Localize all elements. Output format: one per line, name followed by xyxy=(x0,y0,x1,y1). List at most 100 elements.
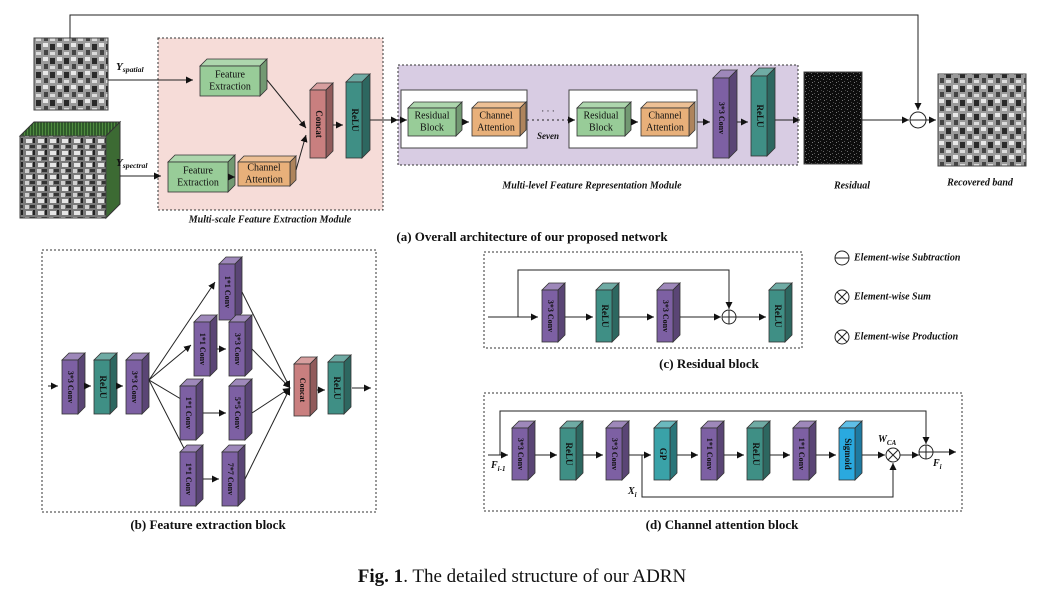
legend-production-icon-d2 xyxy=(836,331,848,343)
caption-b: (b) Feature extraction block xyxy=(130,517,286,532)
b-conv11-a-front xyxy=(193,321,211,377)
d-f-in-label: Fi-1 xyxy=(490,460,505,472)
b-conv55-label: 5*5 Conv xyxy=(233,397,242,429)
concat-block-a-side xyxy=(325,82,334,159)
feature-extraction-bottom-top xyxy=(167,154,236,163)
c-sum-op xyxy=(721,309,737,325)
conv-block-a-front xyxy=(712,77,730,159)
c-relu-2-front xyxy=(768,289,786,343)
d-f-out-label: Fi xyxy=(932,458,942,470)
dots-label: · · · xyxy=(541,106,555,116)
residual-block-2-front xyxy=(576,107,626,137)
spectral-input-image xyxy=(19,135,107,219)
d-conv33-1-label: 3*3 Conv xyxy=(516,438,525,470)
b-conv55: 5*5 Conv xyxy=(228,378,253,441)
caption-a: (a) Overall architecture of our proposed… xyxy=(396,229,668,244)
c-relu-1-side xyxy=(611,282,620,343)
b-conv33-2-side xyxy=(141,352,150,415)
c-relu-2: ReLU xyxy=(768,282,793,343)
channel-attention-a-label-0: Channel xyxy=(247,162,281,173)
b-relu-2: ReLU xyxy=(327,354,352,415)
b-conv33-2-front xyxy=(125,359,143,415)
d-product-op-d2 xyxy=(887,449,899,461)
b-branch-1 xyxy=(148,281,216,381)
recovered-band-label: Recovered band xyxy=(946,177,1014,188)
feature-extraction-top-label-1: Extraction xyxy=(209,81,251,92)
figure-caption-bold: Fig. 1 xyxy=(357,566,404,587)
c-conv33-1-front xyxy=(541,289,559,343)
b-relu-1: ReLU xyxy=(93,352,118,415)
c-relu-1-front xyxy=(595,289,613,343)
legend-sum-icon xyxy=(834,289,850,305)
relu-block-a2-front xyxy=(750,75,768,157)
d-conv11-1-front xyxy=(700,427,718,481)
d-skip-line xyxy=(499,410,930,455)
b-relu-2-label: ReLU xyxy=(332,377,342,400)
subtraction-op-a xyxy=(909,111,927,129)
b-conv11-top: 1*1 Conv xyxy=(218,256,243,321)
channel-attention-1-side xyxy=(519,101,527,137)
panel-c-box xyxy=(483,251,803,349)
b-conv11-top-side xyxy=(234,256,243,321)
conv-block-a: 3*3 Conv xyxy=(712,69,738,159)
b-conv11-top-label: 1*1 Conv xyxy=(223,276,232,308)
channel-attention-2-top xyxy=(640,101,696,109)
b-conv55-side xyxy=(244,378,253,441)
feature-extraction-bottom-front xyxy=(167,161,229,193)
d-relu-2-front xyxy=(746,427,764,481)
relu-block-a2: ReLU xyxy=(750,67,776,157)
d-gp-label: GP xyxy=(658,448,668,461)
b-conv33-1-label: 3*3 Conv xyxy=(66,371,75,403)
b-conv11-c-label: 1*1 Conv xyxy=(184,463,193,495)
b-conv77: 7*7 Conv xyxy=(221,444,246,507)
residual-block-1-label-0: Residual xyxy=(415,110,450,121)
relu-block-a-front xyxy=(345,81,363,159)
residual-block-1-top xyxy=(407,101,463,109)
d-relu-2-side xyxy=(762,420,771,481)
d-sum-op xyxy=(918,444,934,460)
d-conv11-1-label: 1*1 Conv xyxy=(705,438,714,470)
b-conv11-b-side xyxy=(195,378,204,441)
legend-sum-label: Element-wise Sum xyxy=(853,291,931,302)
channel-attention-a-front xyxy=(237,161,291,187)
d-xi-line xyxy=(641,455,897,498)
d-conv33-2-label: 3*3 Conv xyxy=(610,438,619,470)
channel-attention-2-front xyxy=(640,107,690,137)
residual-block-2-side xyxy=(624,101,632,137)
b-conv33-branch-side xyxy=(244,314,253,377)
b-conv11-c: 1*1 Conv xyxy=(179,444,204,507)
mlfr-module-label: Multi-level Feature Representation Modul… xyxy=(501,180,682,191)
seven-label: Seven xyxy=(537,131,559,141)
b-conv77-side xyxy=(237,444,246,507)
relu-block-a-side xyxy=(361,73,371,159)
c-conv33-2: 3*3 Conv xyxy=(656,282,681,343)
d-relu-2: ReLU xyxy=(746,420,771,481)
legend-production-icon xyxy=(834,329,850,345)
residual-block-2-top xyxy=(576,101,632,109)
channel-attention-1-label-0: Channel xyxy=(479,110,513,121)
c-conv33-1-label: 3*3 Conv xyxy=(546,300,555,332)
concat-block-a-label: Concat xyxy=(314,110,324,138)
b-merge-4 xyxy=(244,387,291,480)
b-conv33-branch: 3*3 Conv xyxy=(228,314,253,377)
global-skip-line xyxy=(69,14,922,110)
arrow-fe-concat xyxy=(266,79,307,129)
relu-block-a-label: ReLU xyxy=(350,109,360,132)
channel-attention-2-side xyxy=(688,101,696,137)
d-conv33-2: 3*3 Conv xyxy=(605,420,630,481)
channel-attention-a-top xyxy=(237,155,297,163)
b-conv11-c-front xyxy=(179,451,197,507)
b-conv11-a: 1*1 Conv xyxy=(193,314,218,377)
d-conv11-1: 1*1 Conv xyxy=(700,420,725,481)
c-conv33-2-label: 3*3 Conv xyxy=(661,300,670,332)
b-relu-1-side xyxy=(109,352,118,415)
b-conv55-front xyxy=(228,385,246,441)
b-conv11-b-label: 1*1 Conv xyxy=(184,397,193,429)
d-relu-2-label: ReLU xyxy=(751,443,761,466)
b-conv11-c-side xyxy=(195,444,204,507)
channel-attention-1-top xyxy=(471,101,527,109)
channel-attention-a-label-1: Attention xyxy=(245,174,283,185)
